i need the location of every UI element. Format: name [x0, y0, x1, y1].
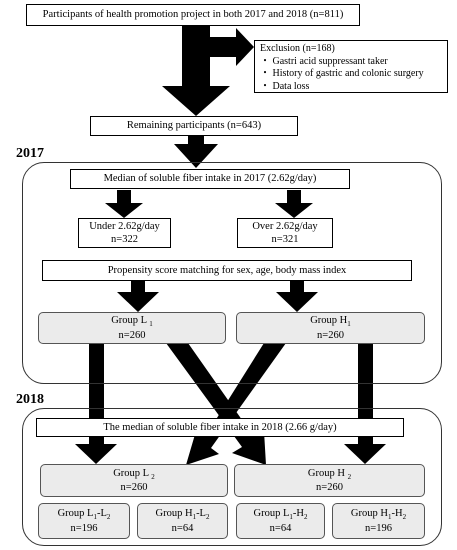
arrow-remaining-to-median — [174, 136, 218, 168]
subgroup-h1-h2-box: Group H1-H2 n=196 — [332, 503, 425, 539]
arrow-to-exclusion — [210, 28, 254, 66]
over-n: n=321 — [271, 234, 299, 245]
group-l2-n: n=260 — [120, 482, 148, 494]
subgroup-n: n=64 — [269, 522, 292, 534]
psm-box: Propensity score matching for sex, age, … — [42, 260, 412, 281]
region-2017 — [22, 162, 442, 384]
subgroup-n: n=196 — [365, 522, 392, 534]
subgroup-name: Group H1-L2 — [155, 508, 210, 522]
arrow-median-to-under — [105, 190, 143, 218]
group-h2-name: Group H 2 — [307, 467, 352, 481]
under-n: n=322 — [111, 234, 138, 245]
subgroup-name: Group H1-H2 — [350, 508, 407, 522]
subgroup-n: n=64 — [171, 522, 194, 534]
exclusion-box: Exclusion (n=168) ・ Gastri acid suppress… — [254, 40, 448, 93]
over-box: Over 2.62g/day n=321 — [237, 218, 333, 248]
exclusion-item: ・ Data loss — [260, 80, 310, 92]
year-2018-label: 2018 — [16, 392, 44, 407]
arrow-median-to-over — [275, 190, 313, 218]
group-h2-n: n=260 — [316, 482, 343, 494]
remaining-text: Remaining participants (n=643) — [126, 120, 262, 132]
subgroup-name: Group L1-H2 — [253, 508, 308, 522]
subgroup-n: n=196 — [70, 522, 98, 534]
group-h1-name: Group H1 — [310, 315, 351, 329]
group-l2-name: Group L 2 — [113, 467, 155, 481]
participants-text: Participants of health promotion project… — [42, 9, 344, 21]
year-2017-label: 2017 — [16, 146, 44, 161]
group-h1-n: n=260 — [317, 329, 344, 341]
subgroup-name: Group L1-L2 — [57, 508, 111, 522]
exclusion-title: Exclusion (n=168) — [260, 43, 335, 54]
group-l1-box: Group L 1 n=260 — [38, 312, 226, 344]
exclusion-item: ・ Gastri acid suppressant taker — [260, 55, 388, 67]
group-l2-box: Group L 2 n=260 — [40, 464, 228, 497]
median-2018-box: The median of soluble fiber intake in 20… — [36, 418, 404, 437]
median-2017-text: Median of soluble fiber intake in 2017 (… — [103, 173, 317, 185]
median-2017-box: Median of soluble fiber intake in 2017 (… — [70, 169, 350, 189]
subgroup-l1-h2-box: Group L1-H2 n=64 — [236, 503, 325, 539]
arrow-psm-to-l1 — [117, 281, 159, 312]
region-2018 — [22, 408, 442, 546]
group-h1-box: Group H1 n=260 — [236, 312, 425, 344]
psm-text: Propensity score matching for sex, age, … — [107, 264, 347, 276]
median-2018-text: The median of soluble fiber intake in 20… — [103, 421, 337, 433]
participants-box: Participants of health promotion project… — [26, 4, 360, 26]
arrow-l1-to-l2 — [75, 344, 117, 464]
under-box: Under 2.62g/day n=322 — [78, 218, 171, 248]
exclusion-item: ・ History of gastric and colonic surgery — [260, 68, 424, 79]
subgroup-l1-l2-box: Group L1-L2 n=196 — [38, 503, 130, 539]
group-h2-box: Group H 2 n=260 — [234, 464, 425, 497]
subgroup-h1-l2-box: Group H1-L2 n=64 — [137, 503, 228, 539]
arrow-top-to-remaining — [162, 26, 230, 116]
remaining-box: Remaining participants (n=643) — [90, 116, 298, 136]
over-label: Over 2.62g/day — [252, 220, 318, 232]
arrow-psm-to-h1 — [276, 281, 318, 312]
arrow-h1-to-h2 — [344, 344, 386, 464]
group-l1-name: Group L 1 — [111, 315, 153, 329]
group-l1-n: n=260 — [118, 329, 146, 341]
under-label: Under 2.62g/day — [89, 220, 160, 232]
